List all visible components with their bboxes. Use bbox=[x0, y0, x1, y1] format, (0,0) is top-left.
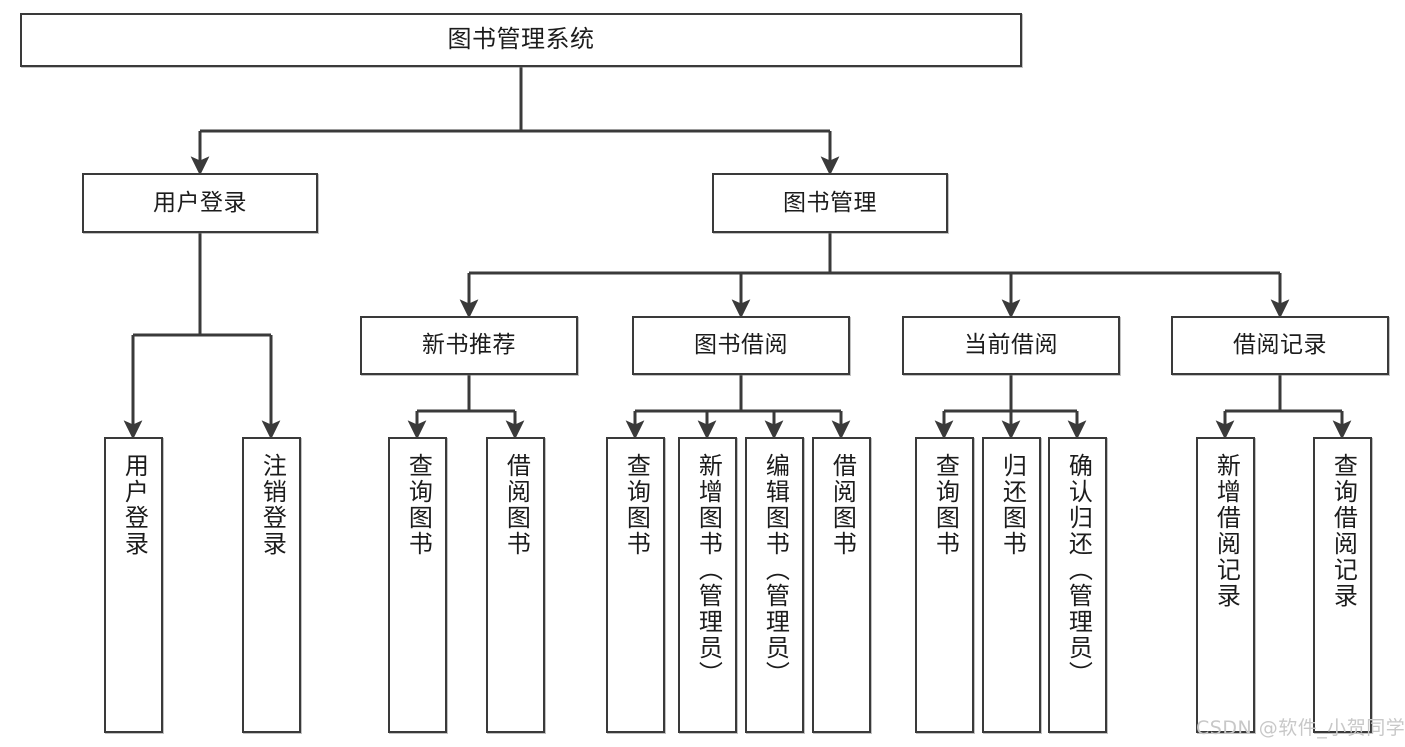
node-borrow-record-label: 借阅记录 bbox=[1233, 332, 1327, 359]
node-leaf-query-book-1-label: 查询图书 bbox=[404, 453, 433, 557]
node-leaf-user-login-label: 用户登录 bbox=[120, 453, 149, 557]
node-leaf-query-book-1[interactable]: 查询图书 bbox=[388, 437, 447, 733]
csdn-watermark: CSDN @软件_小贺同学 bbox=[1196, 717, 1405, 739]
node-leaf-add-record[interactable]: 新增借阅记录 bbox=[1196, 437, 1255, 733]
node-leaf-add-book[interactable]: 新增图书（管理员） bbox=[678, 437, 737, 733]
node-leaf-query-book-3[interactable]: 查询图书 bbox=[915, 437, 974, 733]
node-leaf-query-book-2-label: 查询图书 bbox=[622, 453, 651, 557]
node-new-book-rec-label: 新书推荐 bbox=[422, 332, 516, 359]
node-book-manage-label: 图书管理 bbox=[783, 189, 877, 216]
node-user-login-label: 用户登录 bbox=[153, 189, 247, 216]
node-leaf-return-book[interactable]: 归还图书 bbox=[982, 437, 1041, 733]
node-leaf-borrow-book-2[interactable]: 借阅图书 bbox=[812, 437, 871, 733]
node-book-borrow-label: 图书借阅 bbox=[694, 332, 788, 359]
node-new-book-rec[interactable]: 新书推荐 bbox=[360, 316, 578, 375]
node-leaf-borrow-book-1-label: 借阅图书 bbox=[502, 453, 531, 557]
node-book-manage[interactable]: 图书管理 bbox=[712, 173, 948, 233]
node-user-login[interactable]: 用户登录 bbox=[82, 173, 318, 233]
node-borrow-record[interactable]: 借阅记录 bbox=[1171, 316, 1389, 375]
node-leaf-borrow-book-2-label: 借阅图书 bbox=[828, 453, 857, 557]
node-root[interactable]: 图书管理系统 bbox=[20, 13, 1022, 67]
node-leaf-query-book-3-label: 查询图书 bbox=[931, 453, 960, 557]
node-current-borrow[interactable]: 当前借阅 bbox=[902, 316, 1120, 375]
node-current-borrow-label: 当前借阅 bbox=[964, 332, 1058, 359]
node-book-borrow[interactable]: 图书借阅 bbox=[632, 316, 850, 375]
node-leaf-edit-book-label: 编辑图书（管理员） bbox=[761, 453, 790, 687]
node-leaf-return-book-label: 归还图书 bbox=[998, 453, 1027, 557]
node-leaf-query-record[interactable]: 查询借阅记录 bbox=[1313, 437, 1372, 733]
node-leaf-edit-book[interactable]: 编辑图书（管理员） bbox=[745, 437, 804, 733]
node-leaf-query-record-label: 查询借阅记录 bbox=[1329, 453, 1358, 609]
node-leaf-confirm-return-label: 确认归还（管理员） bbox=[1064, 453, 1093, 687]
node-root-label: 图书管理系统 bbox=[447, 25, 595, 54]
node-leaf-add-record-label: 新增借阅记录 bbox=[1212, 453, 1241, 609]
node-leaf-user-logout-label: 注销登录 bbox=[258, 453, 287, 557]
node-leaf-query-book-2[interactable]: 查询图书 bbox=[606, 437, 665, 733]
node-leaf-user-login[interactable]: 用户登录 bbox=[104, 437, 163, 733]
node-leaf-borrow-book-1[interactable]: 借阅图书 bbox=[486, 437, 545, 733]
node-leaf-confirm-return[interactable]: 确认归还（管理员） bbox=[1048, 437, 1107, 733]
node-leaf-user-logout[interactable]: 注销登录 bbox=[242, 437, 301, 733]
node-leaf-add-book-label: 新增图书（管理员） bbox=[694, 453, 723, 687]
